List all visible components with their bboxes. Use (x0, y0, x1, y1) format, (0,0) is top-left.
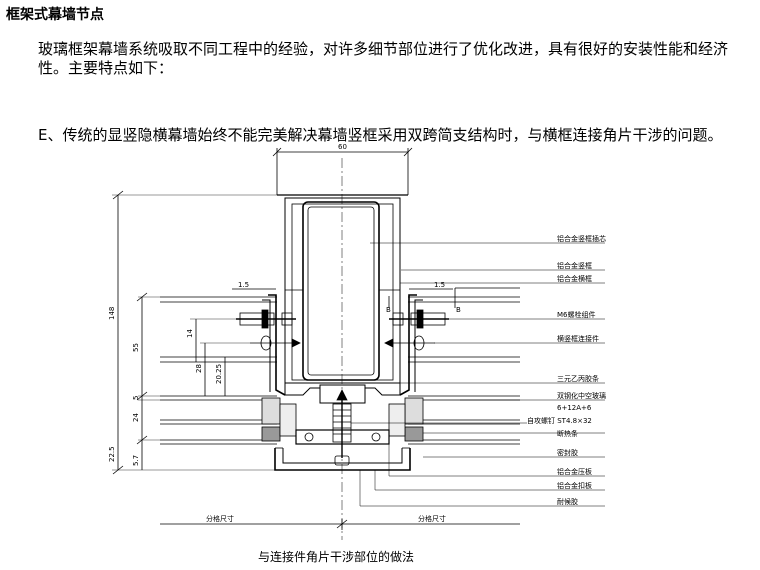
callout-bolt-assembly: M6螺栓组件 (557, 310, 596, 319)
callout-pressure-plate: 铝合金压板 (557, 467, 592, 476)
callout-self-tapping-screw: 自攻螺钉 ST4.8×32 (527, 416, 592, 425)
dim-20-25: 20.25 (215, 364, 223, 384)
dim-5: 5 (132, 396, 140, 400)
callout-epdm-gasket: 三元乙丙胶条 (557, 374, 599, 383)
callout-mullion-insert: 铝合金竖框插芯 (557, 234, 606, 243)
dim-transom-55: 55 (132, 343, 140, 352)
callout-glass-spec: 6+12A+6 (557, 404, 592, 412)
callout-insulated-glass: 双钢化中空玻璃 (557, 391, 606, 400)
callout-weather-sealant: 耐候胶 (557, 497, 578, 506)
callout-sealant: 密封胶 (557, 448, 578, 457)
dim-14: 14 (186, 329, 194, 338)
dim-24: 24 (132, 413, 140, 422)
section-mark-b-left: B (386, 306, 391, 314)
callout-cover-cap: 铝合金扣板 (557, 481, 592, 490)
intro-paragraph: 玻璃框架幕墙系统吸取不同工程中的经验，对许多细节部位进行了优化改进，具有很好的安… (38, 40, 729, 77)
section-mark-b-right: B (456, 306, 461, 314)
dim-grid-right: 分格尺寸 (418, 514, 446, 523)
callout-connector: 横竖框连接件 (557, 334, 599, 343)
point-e-paragraph: E、传统的显竖隐横幕墙始终不能完美解决幕墙竖框采用双跨简支结构时，与横框连接角片… (38, 126, 723, 144)
callout-transom: 铝合金横框 (557, 274, 592, 283)
dim-22-5: 22.5 (108, 446, 116, 462)
dim-1-5-right: 1.5 (434, 281, 445, 289)
section-heading: 框架式幕墙节点 (6, 7, 104, 23)
dim-overall-height: 148 (108, 307, 116, 320)
dim-28: 28 (195, 364, 203, 373)
callout-thermal-break: 断热条 (557, 429, 578, 438)
dim-top-width: 60 (338, 143, 347, 151)
dim-1-5-left: 1.5 (238, 281, 249, 289)
figure-caption: 与连接件角片干涉部位的做法 (258, 550, 415, 564)
dim-grid-left: 分格尺寸 (206, 514, 234, 523)
dim-5-7: 5.7 (132, 455, 140, 466)
callout-mullion: 铝合金竖框 (557, 261, 592, 270)
